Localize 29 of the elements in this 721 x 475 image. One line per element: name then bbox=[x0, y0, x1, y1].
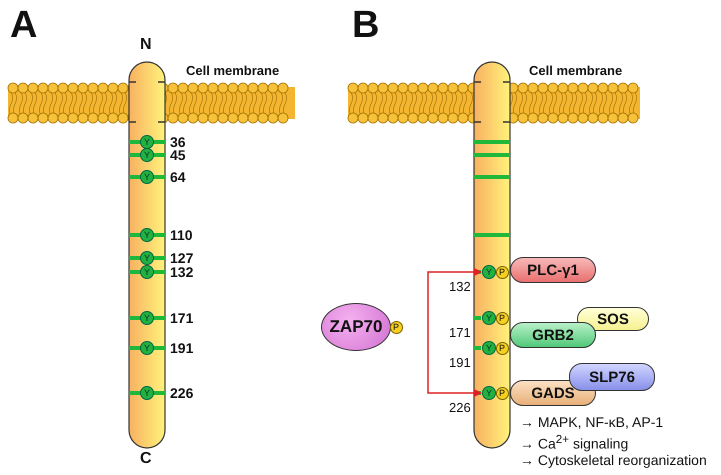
residue-number: 36 bbox=[170, 134, 186, 150]
residue-number: 191 bbox=[170, 340, 194, 356]
residue-number: 110 bbox=[170, 227, 193, 243]
protein-pill: GRB2 bbox=[510, 322, 596, 348]
residue-number: 226 bbox=[170, 385, 194, 401]
residue-number: 132 bbox=[449, 279, 471, 294]
phosphate-circle: P bbox=[390, 320, 402, 334]
protein-pill: PLC-γ1 bbox=[510, 257, 596, 283]
residue-number: 45 bbox=[170, 147, 186, 163]
protein-pill: SOS bbox=[577, 307, 649, 331]
terminus-label: N bbox=[140, 36, 152, 54]
pathway-note: → Cytoskeletal reorganization bbox=[520, 452, 707, 468]
residue-number: 132 bbox=[170, 264, 194, 280]
pathway-note: → Ca$^{2+}$ signaling bbox=[520, 433, 628, 452]
arrow bbox=[427, 268, 482, 333]
residue-number: 171 bbox=[449, 325, 471, 340]
arrow bbox=[427, 331, 482, 397]
pathway-note: → MAPK, NF-κB, AP-1 bbox=[520, 414, 664, 430]
protein-ellipse: ZAP70 bbox=[321, 303, 391, 351]
residue-number: 226 bbox=[449, 400, 471, 415]
residue-number: 171 bbox=[170, 310, 194, 326]
residue-number: 127 bbox=[170, 250, 194, 266]
panel-letter: A bbox=[10, 4, 38, 47]
residue-number: 64 bbox=[170, 169, 186, 185]
membrane-label: Cell membrane bbox=[529, 63, 622, 78]
panel-letter: B bbox=[352, 4, 380, 47]
terminus-label: C bbox=[140, 450, 152, 468]
residue-number: 191 bbox=[449, 355, 471, 370]
membrane-label: Cell membrane bbox=[186, 63, 280, 78]
